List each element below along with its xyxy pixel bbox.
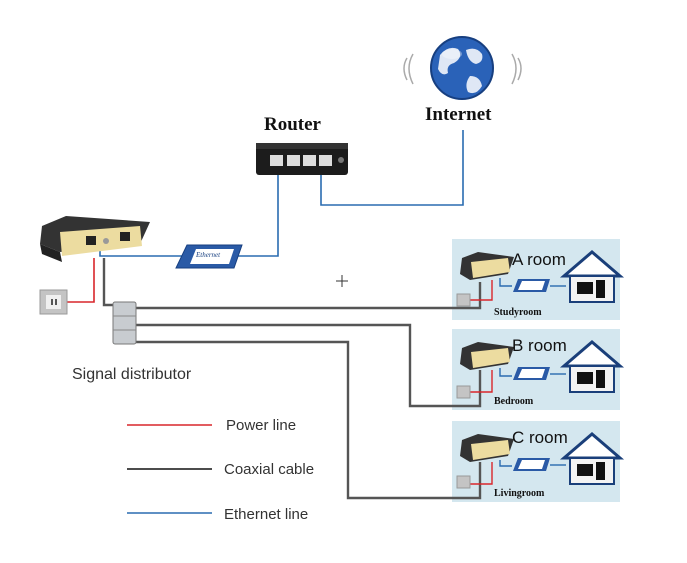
coax-cable-main [102,258,116,307]
internet-label: Internet [425,104,492,125]
router-label: Router [264,114,321,135]
ethernet-tag-label: Ethernet [196,251,221,259]
coax-cable-room-c [136,340,482,500]
house-icon-c [550,432,625,485]
splitter-icon [112,301,137,345]
legend-ethernet-label: Ethernet line [224,506,309,523]
legend-coax-label: Coaxial cable [224,461,315,478]
room-c-devices [456,434,550,489]
room-b-devices [456,342,550,399]
ethernet-line-internet-router [320,130,464,206]
power-line-main [67,258,95,303]
outlet-icon [39,289,68,315]
room-b-subtitle: Bedroom [494,396,534,407]
room-a-devices [456,252,550,307]
coax-cable-room-a [136,282,482,310]
room-c-subtitle: Livingroom [494,488,545,499]
house-icon-b [550,340,625,393]
room-b-title: B room [512,336,567,355]
modem-icon [40,216,150,262]
legend-power-label: Power line [226,417,297,434]
ethernet-tag-main [175,244,243,269]
room-a-title: A room [512,250,566,269]
signal-distributor-label: Signal distributor [72,366,192,383]
cursor-crosshair-icon [336,275,348,287]
router-icon [256,143,348,175]
house-icon-a [550,250,625,303]
room-a-subtitle: Studyroom [494,307,542,318]
coax-cable-room-b [136,323,482,408]
globe-icon [403,36,522,100]
room-c-title: C room [512,428,568,447]
